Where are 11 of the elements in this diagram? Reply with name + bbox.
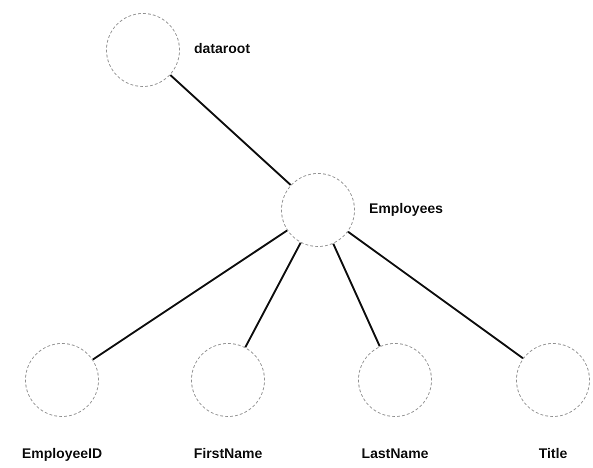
connector-line <box>170 74 292 186</box>
connector-line <box>244 242 302 348</box>
connector-line <box>332 243 381 347</box>
node-label: dataroot <box>194 40 250 56</box>
node-label: FirstName <box>194 445 262 461</box>
connector-line <box>347 230 524 360</box>
node-label: Title <box>538 445 568 461</box>
node-label: LastName <box>362 445 428 461</box>
connector-line <box>92 230 288 360</box>
node-label: EmployeeID <box>22 445 102 461</box>
node-label: Employees <box>369 200 443 216</box>
